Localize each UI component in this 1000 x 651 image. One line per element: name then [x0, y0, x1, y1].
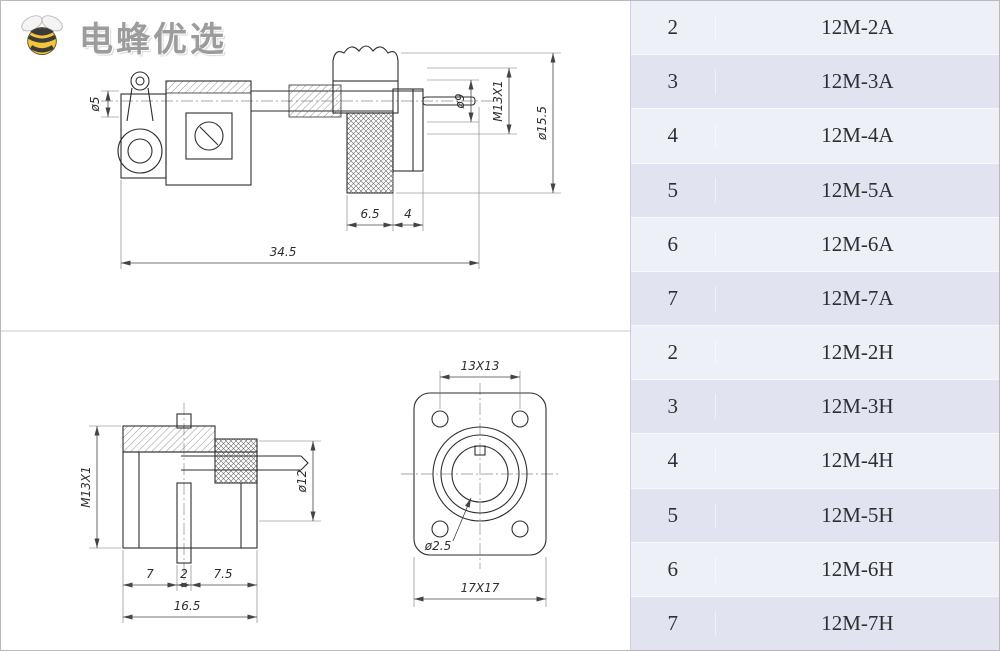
table-row: 3 12M-3A [630, 54, 999, 109]
table-row: 7 12M-7H [630, 595, 999, 650]
pin-count-cell: 6 [631, 231, 716, 257]
table-row: 2 12M-2A [630, 1, 999, 55]
table-row: 5 12M-5H [630, 487, 999, 542]
terminal-screw [194, 121, 224, 151]
table-row: 4 12M-4H [630, 433, 999, 488]
front-barrel [392, 88, 424, 172]
pin-count-cell: 4 [631, 448, 716, 474]
dim-len75: 7.5 [213, 567, 232, 581]
model-cell: 12M-4H [821, 448, 894, 473]
brand-logo: 电蜂优选 [15, 9, 227, 63]
dim-dia9: ø9 [453, 94, 467, 110]
model-cell: 12M-6A [821, 231, 894, 256]
socket-side-view: M13X1 ø12 7 2 7.5 16.5 [79, 403, 321, 623]
keyway-notch [474, 445, 486, 456]
dim-len7: 7 [146, 567, 154, 581]
model-cell: 12M-5A [821, 177, 894, 202]
pin-count-cell: 3 [631, 69, 716, 95]
table-row: 2 12M-2H [630, 325, 999, 380]
model-cell: 12M-5H [821, 502, 894, 527]
bee-icon [21, 15, 63, 55]
plug-body [165, 80, 252, 186]
dim-dia25: ø2.5 [424, 539, 451, 553]
cap-nut [332, 45, 399, 82]
cable-clamp [120, 93, 167, 179]
pin-count-cell: 2 [631, 15, 716, 41]
table-row: 7 12M-7A [630, 270, 999, 326]
center-contact [176, 482, 192, 564]
plug-side-view: ø5 ø9 M13X1 ø15.5 [88, 45, 561, 269]
socket-cap [122, 425, 216, 453]
mounting-hole [431, 520, 449, 538]
mounting-hole [431, 410, 449, 428]
contact-pin [422, 96, 476, 106]
solder-pin [300, 455, 309, 471]
pin-count-cell: 4 [631, 123, 716, 149]
model-cell: 12M-4A [821, 123, 894, 148]
pin-count-cell: 3 [631, 394, 716, 420]
socket-knurl [214, 438, 258, 484]
table-row: 6 12M-6H [630, 541, 999, 596]
dim-len165: 16.5 [174, 599, 201, 613]
model-cell: 12M-2A [821, 15, 894, 40]
mounting-hole [511, 410, 529, 428]
model-table: 2 12M-2A 3 12M-3A 4 12M-4A 5 12M-5A 6 12… [629, 1, 999, 650]
pin-count-cell: 6 [631, 556, 716, 582]
dim-thread-bl: M13X1 [79, 466, 93, 507]
table-row: 5 12M-5A [630, 162, 999, 217]
flange-front-view: 13X13 ø2.5 17X17 [401, 359, 559, 607]
insulator-section [288, 84, 342, 118]
dim-thread: M13X1 [491, 80, 505, 121]
dim-holes-spacing: 13X13 [461, 359, 500, 373]
brand-name: 电蜂优选 [79, 20, 227, 59]
pin-count-cell: 5 [631, 502, 716, 528]
table-row: 3 12M-3H [630, 379, 999, 434]
model-cell: 12M-7A [821, 285, 894, 310]
dim-dia5: ø5 [88, 97, 102, 113]
pin-count-cell: 2 [631, 340, 716, 366]
table-row: 4 12M-4A [630, 108, 999, 163]
pin-count-cell: 7 [631, 610, 716, 636]
dim-flange-size: 17X17 [461, 581, 500, 595]
square-flange [413, 392, 547, 556]
socket-body [122, 451, 258, 549]
dim-len65: 6.5 [360, 207, 379, 221]
pin-count-cell: 5 [631, 177, 716, 203]
dim-len4: 4 [404, 207, 412, 221]
model-cell: 12M-2H [821, 340, 894, 365]
model-cell: 12M-3A [821, 69, 894, 94]
dim-len2: 2 [180, 567, 188, 581]
pin-count-cell: 7 [631, 285, 716, 311]
dim-dia155: ø15.5 [535, 106, 549, 141]
mounting-hole [511, 520, 529, 538]
dim-len345: 34.5 [270, 245, 297, 259]
technical-drawing: ø5 ø9 M13X1 ø15.5 [1, 45, 631, 623]
table-row: 6 12M-6A [630, 216, 999, 271]
drawing-panel: ø5 ø9 M13X1 ø15.5 [1, 1, 631, 650]
model-cell: 12M-3H [821, 394, 894, 419]
dim-dia12: ø12 [295, 470, 309, 494]
knurled-ring [346, 112, 394, 194]
model-cell: 12M-6H [821, 556, 894, 581]
model-cell: 12M-7H [821, 610, 894, 635]
